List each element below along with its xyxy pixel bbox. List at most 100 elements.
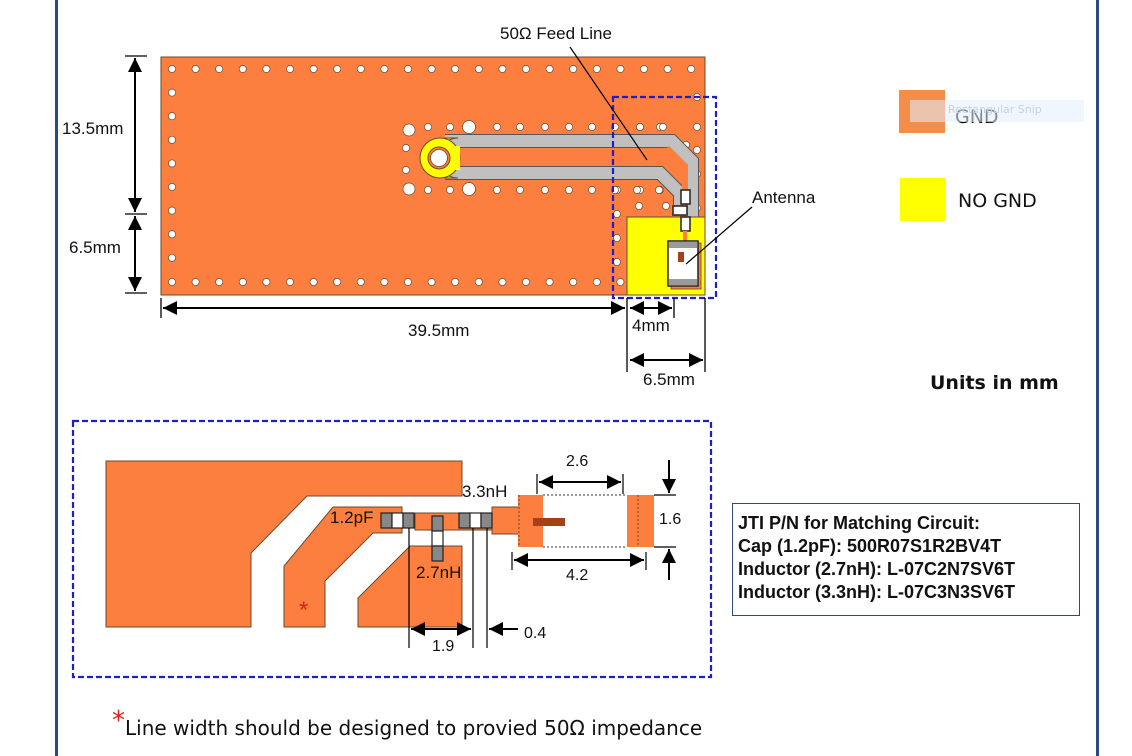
via-hole <box>168 159 176 168</box>
footnote-asterisk: * <box>112 706 125 736</box>
via-hole <box>402 182 416 196</box>
component-pad <box>680 189 691 205</box>
via-hole <box>613 234 621 242</box>
via-hole <box>424 123 432 131</box>
via-hole <box>191 278 200 286</box>
via-hole <box>569 65 578 73</box>
units-note: Units in mm <box>930 372 1059 394</box>
dimension-width: 39.5mm 4mm 6.5mm <box>160 298 706 389</box>
via-hole <box>633 186 641 194</box>
via-hole <box>168 230 176 239</box>
component-pad <box>672 205 688 216</box>
pcb-top-view: 50Ω Feed Line Antenna 13.5mm 6.5mm 39.5m… <box>62 24 816 389</box>
cap-label: 1.2pF <box>330 508 373 527</box>
dim-height-lower: 6.5mm <box>69 238 121 257</box>
via-hole <box>522 65 530 73</box>
part-number-inductor-3-3: Inductor (3.3nH): L-07C3N3SV6T <box>738 582 1016 602</box>
dim-pad-width: 0.4 <box>524 625 546 642</box>
via-hole <box>404 278 412 286</box>
via-hole <box>693 123 701 131</box>
via-hole <box>663 65 672 73</box>
detail-dashed-frame <box>71 419 713 679</box>
via-hole <box>541 186 549 194</box>
via-hole <box>474 278 483 286</box>
inductor2-label: 3.3nH <box>462 482 507 501</box>
footnote-text: Line width should be designed to provied… <box>125 716 703 740</box>
component-pad <box>680 216 691 232</box>
part-numbers-box: JTI P/N for Matching Circuit: Cap (1.2pF… <box>732 503 1080 616</box>
via-hole <box>446 186 454 194</box>
via-hole <box>262 278 271 286</box>
detail-highlight-box <box>611 95 718 300</box>
via-hole <box>168 88 176 97</box>
via-hole <box>168 278 176 286</box>
dimension-height: 13.5mm 6.5mm <box>62 55 147 294</box>
via-hole <box>498 278 507 286</box>
inductor-3-3nh <box>458 512 493 529</box>
via-hole <box>592 65 601 73</box>
detail-gnd-lower <box>357 545 463 628</box>
inductor-2-7nh <box>431 515 444 562</box>
part-number-cap: Cap (1.2pF): 500R07S1R2BV4T <box>738 536 1002 556</box>
part-numbers-title: JTI P/N for Matching Circuit: <box>738 513 981 533</box>
via-hole <box>286 65 294 73</box>
via-hole <box>516 123 524 131</box>
via-hole <box>168 135 176 144</box>
via-hole <box>613 210 621 218</box>
via-hole <box>168 65 176 73</box>
dim-width-main: 39.5mm <box>408 321 469 340</box>
via-hole <box>427 65 436 73</box>
via-hole <box>662 202 670 210</box>
detail-dimensions: 2.6 1.6 4.2 1.9 0.4 <box>408 453 681 655</box>
antenna-chip <box>667 240 702 290</box>
legend-swatch-no-gnd <box>900 178 946 221</box>
via-hole <box>402 123 416 137</box>
feed-line-leader <box>569 46 648 161</box>
via-hole <box>451 278 460 286</box>
via-hole <box>462 182 476 196</box>
via-hole <box>693 146 701 154</box>
via-hole <box>309 65 318 73</box>
via-hole <box>655 186 663 194</box>
antenna-leader <box>685 206 753 265</box>
via-hole <box>404 65 412 73</box>
via-hole <box>588 186 596 194</box>
via-hole <box>493 123 501 131</box>
dim-antenna-length: 4.2 <box>566 567 588 584</box>
via-hole <box>569 278 578 286</box>
capacitor-1-2pf <box>380 512 415 529</box>
via-hole <box>592 278 601 286</box>
via-hole <box>613 258 621 266</box>
via-hole <box>333 65 342 73</box>
via-hole <box>522 278 530 286</box>
dim-clearance-inner: 4mm <box>632 316 670 335</box>
via-hole <box>474 65 483 73</box>
via-hole <box>168 253 176 262</box>
via-hole <box>541 123 549 131</box>
legend-label-no-gnd: NO GND <box>958 190 1037 212</box>
via-hole <box>616 65 625 73</box>
via-hole <box>402 166 410 174</box>
via-hole <box>635 202 643 210</box>
inductor1-label: 2.7nH <box>416 563 461 582</box>
dim-height-upper: 13.5mm <box>62 119 123 138</box>
via-hole <box>262 65 271 73</box>
detail-gnd-plane <box>105 460 463 628</box>
via-hole <box>380 278 389 286</box>
antenna-label: Antenna <box>752 188 816 207</box>
page-frame-right <box>1096 0 1099 756</box>
via-hole <box>356 278 365 286</box>
asterisk-marker: * <box>299 597 308 624</box>
via-hole <box>493 186 501 194</box>
via-hole <box>168 112 176 121</box>
via-hole <box>565 186 573 194</box>
feed-line-label: 50Ω Feed Line <box>500 24 612 43</box>
via-hole <box>636 123 644 131</box>
via-hole <box>446 123 454 131</box>
via-hole <box>451 65 460 73</box>
antenna-pads <box>518 494 654 548</box>
dim-pad-height: 1.6 <box>659 511 681 528</box>
via-hole <box>238 65 247 73</box>
via-hole <box>309 278 318 286</box>
